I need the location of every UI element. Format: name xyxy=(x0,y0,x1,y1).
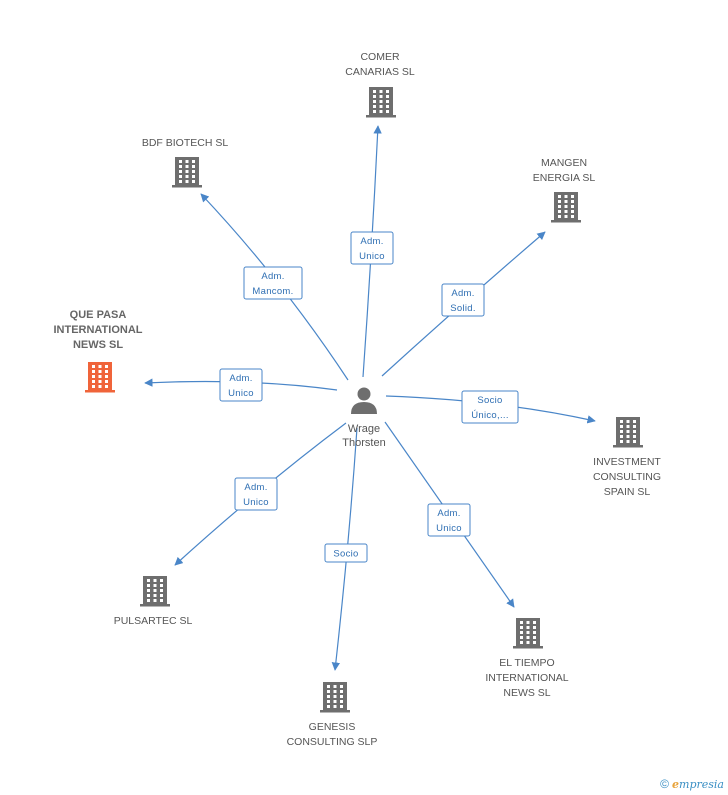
building-icon-highlighted[interactable] xyxy=(85,362,115,393)
company-name-line: INVESTMENT xyxy=(593,456,661,468)
building-icon[interactable] xyxy=(172,157,202,188)
company-label-mangen[interactable]: MANGEN ENERGIA SL xyxy=(533,157,596,184)
relation-text: Adm. xyxy=(437,508,460,519)
company-name-line: CANARIAS SL xyxy=(345,66,415,78)
company-name-line: SPAIN SL xyxy=(604,486,651,498)
company-name-line: CONSULTING xyxy=(593,471,661,483)
person-name-line: Thorsten xyxy=(342,437,385,449)
relation-label-comer: Adm. Unico xyxy=(350,231,394,265)
company-label-comer[interactable]: COMER CANARIAS SL xyxy=(345,51,415,78)
company-name-line: QUE PASA xyxy=(70,309,127,321)
relation-text: Único,... xyxy=(471,410,509,421)
building-icon[interactable] xyxy=(513,618,543,649)
company-name-line: ENERGIA SL xyxy=(533,172,596,184)
brand-name: mpresia xyxy=(679,778,724,791)
company-name-line: NEWS SL xyxy=(73,339,123,351)
relation-label-genesis: Socio xyxy=(324,543,368,563)
relation-text: Mancom. xyxy=(252,286,293,297)
building-icon[interactable] xyxy=(613,417,643,448)
company-label-eltiempo[interactable]: EL TIEMPO INTERNATIONAL NEWS SL xyxy=(485,657,568,699)
relation-text: Adm. xyxy=(360,236,383,247)
relation-label-investment: SocioÚnico,... xyxy=(461,390,519,424)
relation-text: Unico xyxy=(359,251,385,262)
building-icon[interactable] xyxy=(551,192,581,223)
relation-text: Adm. xyxy=(244,482,267,493)
company-name-line: INTERNATIONAL xyxy=(53,324,142,336)
person-name-line: Wrage xyxy=(348,423,380,435)
company-name-line: INTERNATIONAL xyxy=(485,672,568,684)
relation-text: Unico xyxy=(243,497,269,508)
company-name-line: CONSULTING SLP xyxy=(287,736,378,748)
company-name-line: PULSARTEC SL xyxy=(114,615,193,627)
company-label-quepasa[interactable]: QUE PASA INTERNATIONAL NEWS SL xyxy=(53,309,142,351)
relation-text: Socio xyxy=(333,549,358,560)
relation-text: Adm. xyxy=(451,288,474,299)
relation-text: Unico xyxy=(436,523,462,534)
relation-text: Solid. xyxy=(450,303,476,314)
company-name-line: COMER xyxy=(360,51,400,63)
relation-text: Unico xyxy=(228,388,254,399)
company-name-line: NEWS SL xyxy=(503,687,550,699)
relation-label-quepasa: Adm. Unico xyxy=(219,368,263,402)
company-label-pulsartec[interactable]: PULSARTEC SL xyxy=(114,615,193,627)
company-name-line: EL TIEMPO xyxy=(499,657,554,669)
relation-label-mangen: Adm. Solid. xyxy=(441,283,485,317)
company-label-genesis[interactable]: GENESIS CONSULTING SLP xyxy=(287,721,378,748)
relation-text: Adm. xyxy=(261,271,284,282)
building-icon[interactable] xyxy=(366,87,396,118)
copyright-symbol: © xyxy=(660,777,669,791)
company-name-line: MANGEN xyxy=(541,157,587,169)
building-icon[interactable] xyxy=(320,682,350,713)
relation-label-bdf: Adm. Mancom. xyxy=(243,266,303,300)
person-icon[interactable] xyxy=(351,387,377,415)
relation-text: Socio xyxy=(477,395,502,406)
company-label-investment[interactable]: INVESTMENT CONSULTING SPAIN SL xyxy=(593,456,661,498)
company-name-line: GENESIS xyxy=(309,721,356,733)
company-label-bdf[interactable]: BDF BIOTECH SL xyxy=(142,137,229,149)
brand-watermark: © empresia xyxy=(660,777,724,791)
company-name-line: BDF BIOTECH SL xyxy=(142,137,229,149)
relation-label-eltiempo: Adm. Unico xyxy=(427,503,471,537)
building-icon[interactable] xyxy=(140,576,170,607)
relation-text: Adm. xyxy=(229,373,252,384)
brand-initial: e xyxy=(672,778,680,791)
relation-label-pulsartec: Adm. Unico xyxy=(234,477,278,511)
